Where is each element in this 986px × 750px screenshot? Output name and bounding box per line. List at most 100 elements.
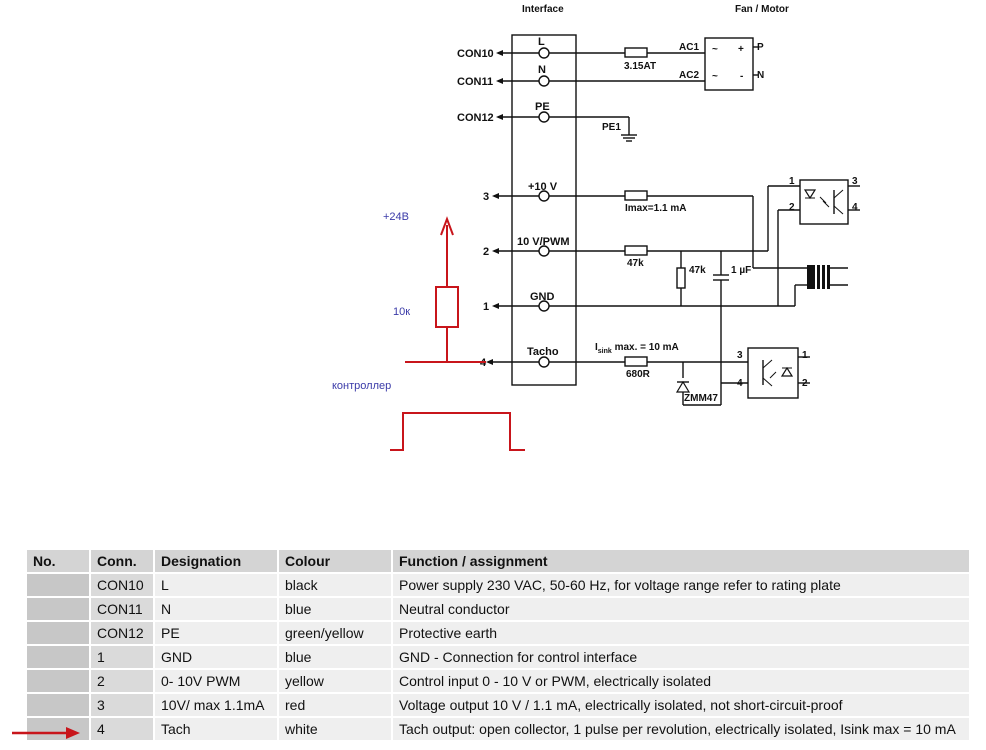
conn-label-con10: CON10 [457, 48, 494, 60]
col-header-designation: Designation [155, 550, 279, 572]
cell-colour: yellow [279, 670, 393, 692]
cell-designation: L [155, 574, 279, 596]
opto2-pin2: 2 [802, 378, 808, 389]
col-header-conn: Conn. [91, 550, 155, 572]
cell-designation: N [155, 598, 279, 620]
cell-colour: blue [279, 598, 393, 620]
table-row: 4 Tach white Tach output: open collector… [27, 718, 971, 740]
terminal-label-tacho: Tacho [527, 346, 559, 358]
left-connector-leads [486, 50, 539, 365]
col-header-function: Function / assignment [393, 550, 971, 572]
pin-assignment-table: No. Conn. Designation Colour Function / … [27, 548, 971, 742]
interface-header: Interface [522, 4, 564, 15]
opto1-pin4: 4 [852, 202, 858, 213]
cap-label: 1 µF [731, 265, 751, 276]
fan-plug [807, 265, 848, 289]
ac2-label: AC2 [679, 70, 699, 81]
terminal-label-pwm: 10 V/PWM [517, 236, 570, 248]
red-pointer-arrow [12, 727, 80, 739]
cell-conn: 1 [91, 646, 155, 668]
cell-no [27, 694, 91, 716]
table-header-row: No. Conn. Designation Colour Function / … [27, 550, 971, 572]
cell-colour: blue [279, 646, 393, 668]
zener-label: ZMM47 [684, 393, 718, 404]
fan-motor-block [704, 37, 754, 91]
tacho-wiring [549, 356, 748, 406]
cell-function: Protective earth [393, 622, 971, 644]
control-wiring [549, 185, 807, 405]
cell-designation: 0- 10V PWM [155, 670, 279, 692]
terminal-label-10v: +10 V [528, 181, 558, 193]
opto2-pin3: 3 [737, 350, 743, 361]
cell-designation: PE [155, 622, 279, 644]
cell-colour: white [279, 718, 393, 740]
table-row: CON10 L black Power supply 230 VAC, 50-6… [27, 574, 971, 596]
table-row: CON12 PE green/yellow Protective earth [27, 622, 971, 644]
red-annotation-circuit [390, 216, 525, 451]
cell-designation: GND [155, 646, 279, 668]
conn-label-2: 2 [483, 246, 489, 258]
opto2-pin1: 1 [802, 350, 808, 361]
cell-no [27, 598, 91, 620]
terminal-label-pe: PE [535, 101, 550, 113]
fuse-label: 3.15AT [624, 61, 656, 72]
isink-label: Isink max. = 10 mA [595, 342, 679, 355]
ac1-label: AC1 [679, 42, 699, 53]
cell-designation: 10V/ max 1.1mA [155, 694, 279, 716]
col-header-no: No. [27, 550, 91, 572]
cell-conn: 3 [91, 694, 155, 716]
cell-function: Voltage output 10 V / 1.1 mA, electrical… [393, 694, 971, 716]
table-row: 1 GND blue GND - Connection for control … [27, 646, 971, 668]
cell-conn: 4 [91, 718, 155, 740]
cell-conn: 2 [91, 670, 155, 692]
interface-block [511, 34, 577, 386]
cell-function: Tach output: open collector, 1 pulse per… [393, 718, 971, 740]
cell-colour: black [279, 574, 393, 596]
svg-text:~: ~ [712, 71, 718, 82]
cell-colour: green/yellow [279, 622, 393, 644]
r47k-a-label: 47k [627, 258, 644, 269]
table-row: CON11 N blue Neutral conductor [27, 598, 971, 620]
svg-text:-: - [740, 71, 743, 82]
n-label: N [757, 70, 764, 81]
conn-label-3: 3 [483, 191, 489, 203]
table-row: 2 0- 10V PWM yellow Control input 0 - 10… [27, 670, 971, 692]
imax-label: Imax=1.1 mA [625, 203, 686, 214]
mains-wiring: ~ ~ + - [549, 37, 758, 142]
conn-label-con12: CON12 [457, 112, 494, 124]
annot-24v: +24В [383, 211, 409, 223]
opto1-pin1: 1 [789, 176, 795, 187]
r47k-b-label: 47k [689, 265, 706, 276]
terminal-label-gnd: GND [530, 291, 555, 303]
cell-function: Power supply 230 VAC, 50-60 Hz, for volt… [393, 574, 971, 596]
fan-motor-header: Fan / Motor [735, 4, 789, 15]
pe1-label: PE1 [602, 122, 621, 133]
opto1-pin2: 2 [789, 202, 795, 213]
wiring-schematic: Interface Fan / Motor L N PE +10 V 10 V/… [332, 4, 860, 451]
terminal-label-l: L [538, 36, 545, 48]
annot-10k: 10к [393, 306, 410, 318]
col-header-colour: Colour [279, 550, 393, 572]
svg-text:~: ~ [712, 44, 718, 55]
cell-designation: Tach [155, 718, 279, 740]
cell-conn: CON11 [91, 598, 155, 620]
r680-label: 680R [626, 369, 651, 380]
table-row: 3 10V/ max 1.1mA red Voltage output 10 V… [27, 694, 971, 716]
cell-no [27, 646, 91, 668]
svg-text:+: + [738, 44, 744, 55]
cell-no [27, 670, 91, 692]
cell-conn: CON12 [91, 622, 155, 644]
optocoupler-1 [799, 179, 860, 225]
terminal-circles [538, 47, 550, 368]
cell-function: Neutral conductor [393, 598, 971, 620]
cell-function: GND - Connection for control interface [393, 646, 971, 668]
conn-label-1: 1 [483, 301, 489, 313]
terminal-label-n: N [538, 64, 546, 76]
cell-no [27, 574, 91, 596]
cell-no [27, 622, 91, 644]
opto1-pin3: 3 [852, 176, 858, 187]
opto2-pin4: 4 [737, 378, 743, 389]
cell-function: Control input 0 - 10 V or PWM, electrica… [393, 670, 971, 692]
annot-controller: контроллер [332, 380, 391, 392]
conn-label-con11: CON11 [457, 76, 493, 88]
